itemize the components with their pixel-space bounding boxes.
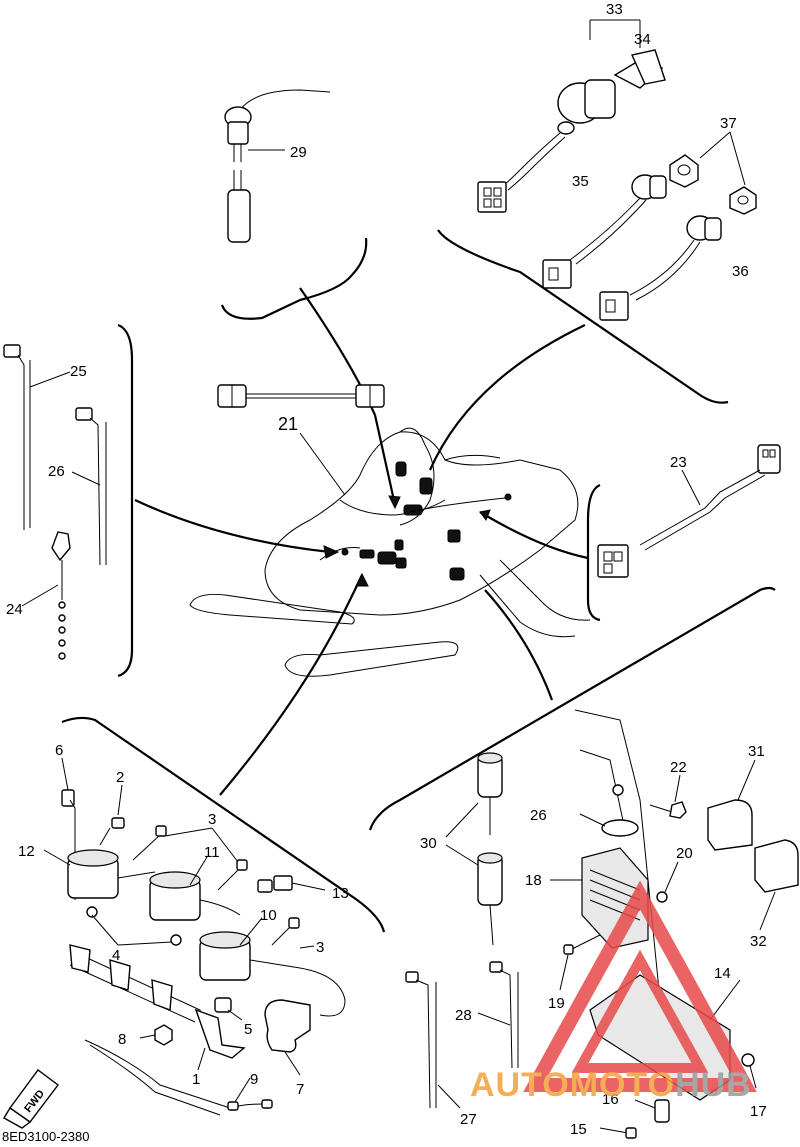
watermark-text: AUTOMOTOHUB (470, 1066, 752, 1104)
callout-4: 4 (112, 947, 120, 964)
callout-15: 15 (570, 1121, 587, 1138)
callout-12: 12 (18, 843, 35, 860)
leader-to-right-top-group (428, 324, 586, 471)
callout-28: 28 (455, 1007, 472, 1024)
part-35-switch (542, 174, 667, 289)
part-13-connector (257, 875, 326, 893)
callout-31: 31 (748, 743, 765, 760)
callout-26: 26 (48, 463, 65, 480)
part-17-nut (741, 1053, 757, 1089)
part-3-bolt (132, 825, 315, 949)
callout-7: 7 (296, 1081, 304, 1098)
part-26-cable-tie (71, 407, 107, 566)
callout-23: 23 (670, 454, 687, 471)
region-boundary-bottom-right (368, 586, 776, 831)
part-20-nut (656, 861, 679, 903)
callout-34: 34 (634, 31, 651, 48)
callout-24: 24 (6, 601, 23, 618)
callout-6: 6 (55, 742, 63, 759)
part-32-cover (754, 839, 799, 931)
leader-to-top-group (299, 287, 397, 506)
callout-14: 14 (714, 965, 731, 982)
part-31-cover (707, 759, 756, 851)
part-28-cable-tie (477, 961, 519, 1069)
callout-11: 11 (204, 844, 220, 861)
callout-35: 35 (572, 173, 589, 190)
callout-33: 33 (606, 1, 623, 18)
watermark-logo: AUTOMOTOHUB (470, 880, 757, 1104)
callout-3: 3 (316, 939, 324, 956)
part-19-bolt (559, 934, 601, 991)
part-10-ignition-coil (199, 917, 346, 1017)
callout-27: 27 (460, 1111, 477, 1128)
snowmobile-outline (189, 427, 591, 677)
part-11-ignition-coil (149, 856, 241, 921)
part-27-cable-tie (405, 971, 461, 1109)
callout-30: 30 (420, 835, 437, 852)
diagram-code: 8ED3100-2380 (2, 1129, 90, 1144)
part-15-bolt (599, 1127, 637, 1139)
callout-19: 19 (548, 995, 565, 1012)
callout-32: 32 (750, 933, 767, 950)
arrow-head (355, 572, 369, 587)
callout-5: 5 (244, 1021, 252, 1038)
callout-3: 3 (208, 811, 216, 828)
leader-to-bottom-right-group (484, 589, 554, 701)
callout-21: 21 (278, 414, 298, 434)
callout-26: 26 (530, 807, 547, 824)
callout-18: 18 (525, 872, 542, 889)
callout-36: 36 (732, 263, 749, 280)
watermark-part2: HUB (675, 1066, 752, 1104)
watermark-part1: AUTOMOTO (470, 1066, 675, 1104)
part-29-sensor (224, 89, 331, 243)
fwd-arrow (3, 1069, 59, 1129)
region-boundary-top-right (437, 229, 729, 404)
callout-2: 2 (116, 769, 124, 786)
leader-to-bottom-left-group (219, 574, 363, 796)
part-33-main-switch (477, 19, 666, 213)
callout-8: 8 (118, 1031, 126, 1048)
callout-22: 22 (670, 759, 687, 776)
callout-16: 16 (602, 1091, 619, 1108)
part-22-bolt (649, 774, 687, 819)
region-boundary-top (220, 237, 368, 320)
part-16-damper (634, 1099, 670, 1123)
part-24-lanyard (21, 531, 71, 660)
arrow-head (388, 495, 401, 510)
part-12-ignition-coil (43, 849, 156, 899)
part-4-spacer (86, 906, 182, 946)
arrow-head (479, 509, 491, 522)
callout-13: 13 (332, 885, 349, 902)
part-2-bolt (99, 784, 125, 846)
region-boundary-right (586, 483, 601, 622)
callout-1: 1 (192, 1071, 200, 1088)
callout-25: 25 (70, 363, 87, 380)
leader-to-left-group (134, 499, 331, 554)
part-7-plug-cap (264, 999, 311, 1076)
part-25-cable-tie (3, 344, 71, 530)
part-36-switch (599, 215, 722, 321)
part-30-capacitor (445, 752, 503, 946)
part-9-lead-wire (84, 1039, 273, 1116)
callout-20: 20 (676, 845, 693, 862)
part-5-collar (214, 997, 243, 1021)
region-boundary-bottom-left (61, 716, 386, 933)
leader-to-right-group (479, 511, 589, 560)
part-8-nut (139, 1024, 173, 1046)
callout-10: 10 (260, 907, 277, 924)
part-21-wire-harness (217, 384, 385, 496)
callout-37: 37 (720, 115, 737, 132)
callout-17: 17 (750, 1103, 767, 1120)
part-37-nut (669, 131, 757, 215)
region-boundary-left (117, 323, 134, 678)
callout-9: 9 (250, 1071, 258, 1088)
part-1-bracket (69, 944, 246, 1071)
part-23-sub-harness (597, 444, 781, 578)
callout-29: 29 (290, 144, 307, 161)
